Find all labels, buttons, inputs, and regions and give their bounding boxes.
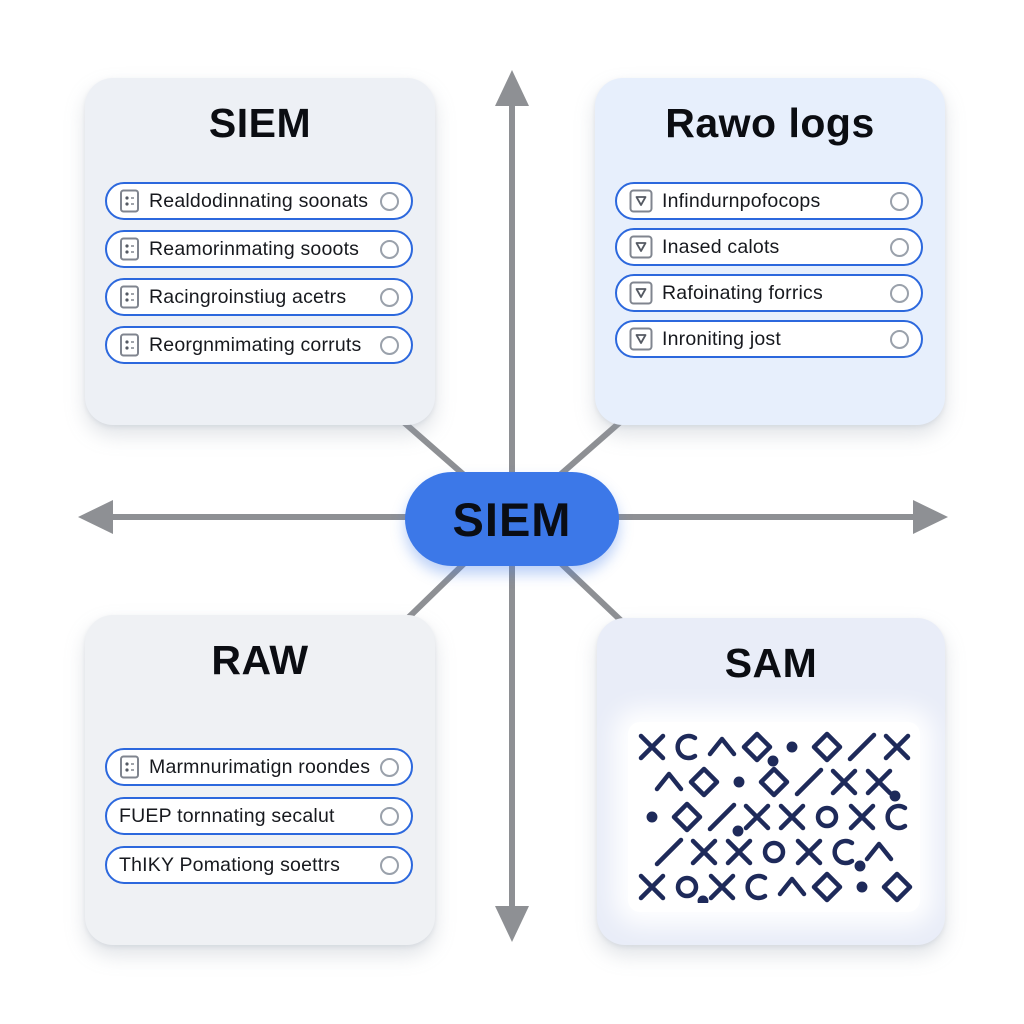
list-item[interactable]: Reorgnmimating corruts <box>105 326 413 364</box>
list-item-label: Rafoinating forrics <box>662 281 823 304</box>
funnel-checkbox-icon <box>629 235 653 259</box>
list-item-label: Reamorinmating sooots <box>149 237 360 260</box>
document-icon <box>119 285 140 309</box>
list-item[interactable]: FUEP tornnating secalut <box>105 797 413 835</box>
radio-circle-icon[interactable] <box>380 191 399 211</box>
center-node-label: SIEM <box>452 492 572 546</box>
radio-circle-icon[interactable] <box>380 287 399 307</box>
panel-title: SIEM <box>208 100 312 146</box>
list-item[interactable]: Realdodinnating soonats <box>105 182 413 220</box>
document-icon <box>119 189 140 213</box>
list-item[interactable]: Reamorinmating sooots <box>105 230 413 268</box>
panel-title: RAW <box>211 637 309 683</box>
funnel-checkbox-icon <box>629 281 653 305</box>
list-item-label: Reorgnmimating corruts <box>149 333 362 356</box>
list-item[interactable]: Infindurnpofocops <box>615 182 923 220</box>
panel-title: Rawo logs <box>665 100 875 146</box>
funnel-checkbox-icon <box>629 189 653 213</box>
panel-title: SAM <box>724 640 818 686</box>
radio-circle-icon[interactable] <box>380 335 399 355</box>
document-icon <box>119 333 140 357</box>
radio-circle-icon[interactable] <box>380 239 399 259</box>
radio-circle-icon[interactable] <box>890 283 909 303</box>
list-item-label: Realdodinnating soonats <box>149 189 369 212</box>
arrowhead-right <box>913 500 948 534</box>
list-item[interactable]: Marmnurimatign roondes <box>105 748 413 786</box>
list-item-label: Racingroinstiug acetrs <box>149 285 347 308</box>
quadrant-panel-bottom-right: SAM <box>597 618 945 945</box>
list-item[interactable]: Inased calots <box>615 228 923 266</box>
radio-circle-icon[interactable] <box>380 806 399 826</box>
list-item-label: FUEP tornnating secalut <box>119 804 335 827</box>
arrowhead-down <box>495 906 529 942</box>
list-item-label: Inroniting jost <box>662 327 781 350</box>
geometric-doodle-svg <box>638 731 913 903</box>
geometric-doodle-pattern <box>628 722 920 912</box>
document-icon <box>119 755 140 779</box>
document-icon <box>119 237 140 261</box>
list-item[interactable]: ThIKY Pomationg soettrs <box>105 846 413 884</box>
radio-circle-icon[interactable] <box>380 757 399 777</box>
radio-circle-icon[interactable] <box>380 855 399 875</box>
list-item-label: Infindurnpofocops <box>662 189 821 212</box>
radio-circle-icon[interactable] <box>890 329 909 349</box>
list-item-label: Marmnurimatign roondes <box>149 755 371 778</box>
list-item[interactable]: Rafoinating forrics <box>615 274 923 312</box>
list-item-label: ThIKY Pomationg soettrs <box>119 853 341 876</box>
list-item[interactable]: Racingroinstiug acetrs <box>105 278 413 316</box>
arrowhead-up <box>495 70 529 106</box>
radio-circle-icon[interactable] <box>890 191 909 211</box>
list-item-label: Inased calots <box>662 235 780 258</box>
list-item[interactable]: Inroniting jost <box>615 320 923 358</box>
center-node[interactable]: SIEM <box>405 472 619 566</box>
radio-circle-icon[interactable] <box>890 237 909 257</box>
arrowhead-left <box>78 500 113 534</box>
funnel-checkbox-icon <box>629 327 653 351</box>
